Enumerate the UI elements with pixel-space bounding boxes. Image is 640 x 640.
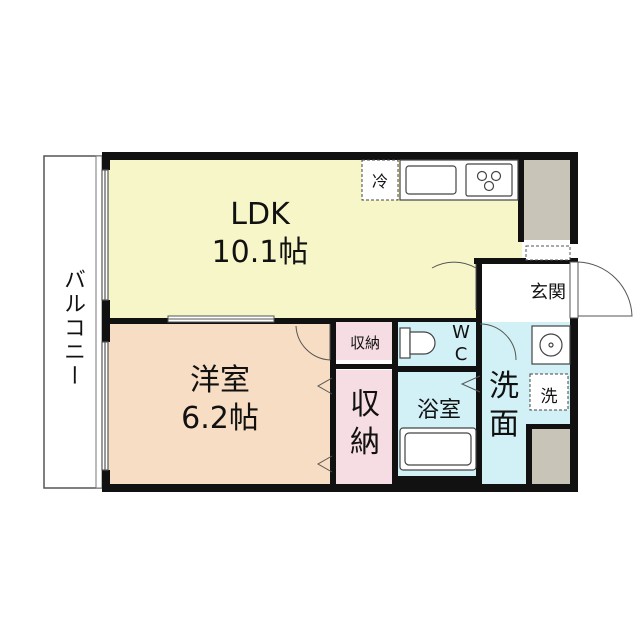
closet-large [336, 370, 392, 484]
entrance-step [525, 245, 571, 261]
western-size: 6.2帖 [181, 401, 259, 436]
washer-label: 洗 [540, 387, 558, 407]
closet-small-label: 収納 [349, 334, 380, 352]
western-label: 洋室 6.2帖 [160, 362, 280, 438]
closet-large-label: 収 納 [340, 386, 390, 462]
entrance-area [482, 262, 570, 320]
bath-label: 浴室 [416, 398, 461, 423]
toilet-label: W C [446, 322, 476, 366]
washroom-bottom: 面 [489, 407, 519, 442]
ldk-area-lower [104, 260, 474, 320]
fridge-space [361, 159, 399, 201]
toilet-fixture [399, 327, 436, 359]
toilet-c: C [454, 344, 468, 365]
ldk-size: 10.1帖 [211, 235, 309, 270]
washer-space [529, 373, 569, 411]
washbasin [531, 325, 571, 365]
pillar-bottom-right [532, 428, 570, 484]
entrance-label: 玄関 [530, 282, 566, 303]
western-door-swing [295, 324, 331, 361]
front-door-swing [577, 261, 633, 318]
fridge-label: 冷 [371, 172, 388, 191]
balcony-windows [101, 169, 109, 471]
ldk-name: LDK [230, 197, 290, 232]
ldk-door-swing [431, 261, 477, 310]
closet-large-top: 収 [350, 387, 380, 422]
toilet-w: W [452, 322, 470, 343]
western-name: 洋室 [190, 363, 250, 398]
washroom-top: 洗 [489, 369, 519, 404]
pillar-top-right [524, 158, 570, 240]
washroom-label: 洗 面 [484, 368, 524, 444]
toilet-door-swing [479, 323, 517, 361]
western-room [104, 322, 334, 484]
balcony-label: バルコニー [60, 268, 85, 388]
bathtub [399, 427, 477, 471]
bath-door [460, 375, 481, 393]
closet-large-bottom: 納 [350, 425, 380, 460]
kitchen-counter [399, 159, 519, 201]
closet-doors [316, 377, 333, 473]
interior-sliding-door [167, 315, 275, 323]
closet-small [336, 322, 392, 360]
ldk-label: LDK 10.1帖 [200, 196, 320, 272]
